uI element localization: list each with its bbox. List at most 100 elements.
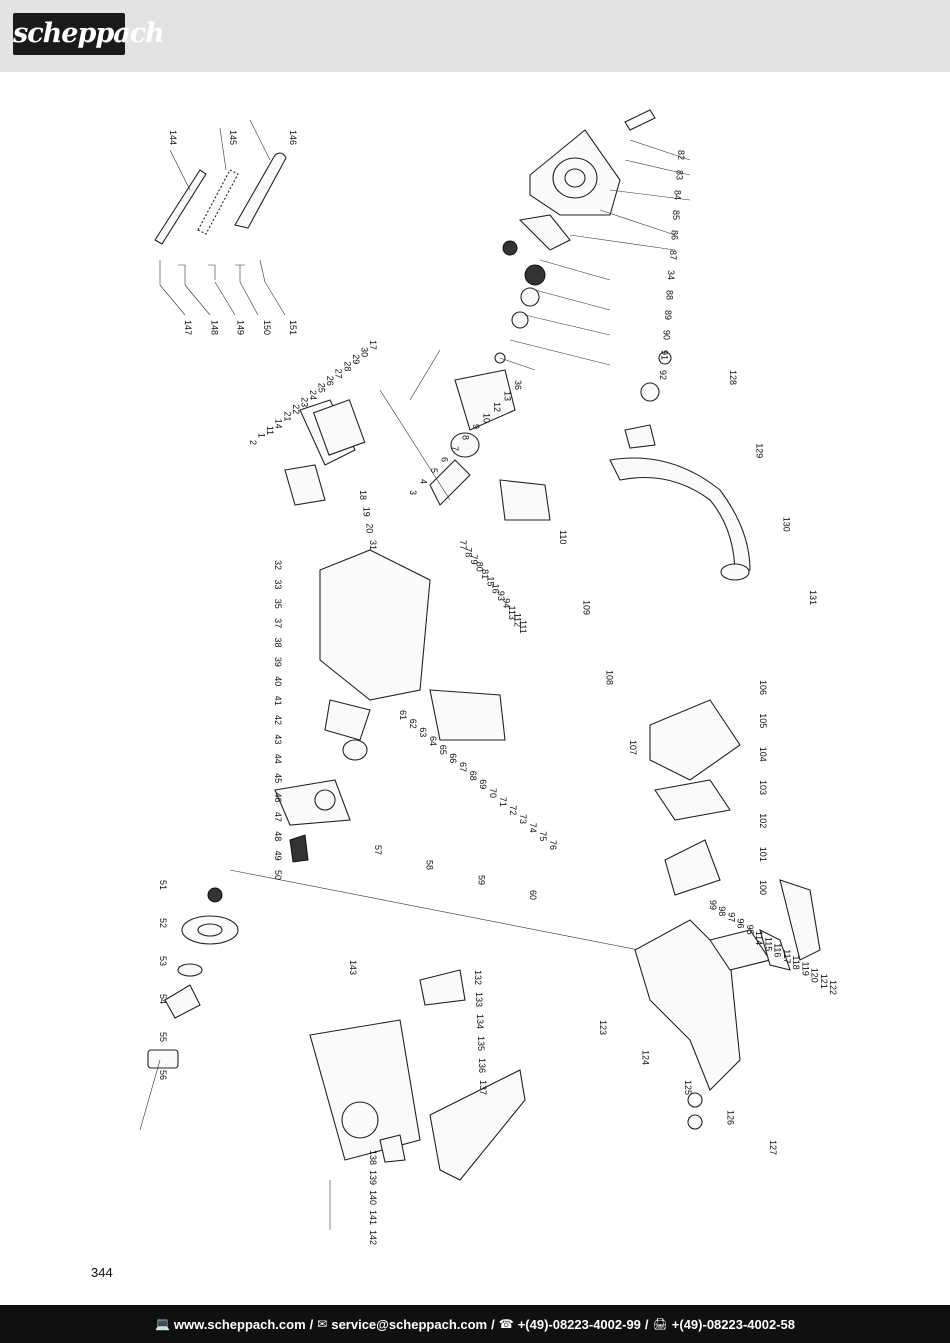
engine-group bbox=[284, 349, 551, 521]
part-label: 151 bbox=[288, 320, 298, 335]
part-label: 130 bbox=[781, 517, 791, 532]
part-label: 14 bbox=[274, 419, 284, 429]
part-label: 1 bbox=[257, 433, 267, 438]
part-label: 112 bbox=[513, 613, 523, 627]
part-label: 6 bbox=[440, 457, 450, 462]
part-label: 126 bbox=[726, 1110, 736, 1125]
part-label: 111 bbox=[518, 620, 528, 634]
part-label: 97 bbox=[727, 912, 737, 922]
scheppach-logo: scheppach bbox=[13, 13, 165, 55]
part-label: 43 bbox=[273, 734, 283, 744]
part-label: 9 bbox=[471, 424, 481, 429]
part-label: 95 bbox=[745, 925, 755, 935]
part-label: 146 bbox=[288, 130, 298, 145]
part-label: 80 bbox=[474, 562, 484, 572]
part-label: 140 bbox=[368, 1190, 378, 1205]
part-label: 16 bbox=[491, 584, 501, 594]
part-label: 86 bbox=[670, 230, 680, 240]
website-link[interactable]: www.scheppach.com bbox=[173, 1316, 306, 1332]
part-label: 50 bbox=[273, 870, 283, 880]
page-footer: 💻 www.scheppach.com / ✉ service@scheppac… bbox=[0, 1305, 950, 1343]
part-label: 136 bbox=[477, 1058, 487, 1073]
part-label: 63 bbox=[418, 727, 428, 737]
part-label: 45 bbox=[273, 773, 283, 783]
part-label: 37 bbox=[273, 618, 283, 628]
part-label: 36 bbox=[513, 380, 523, 390]
part-label: 143 bbox=[348, 960, 358, 975]
part-label: 56 bbox=[158, 1070, 168, 1080]
side-cover-group bbox=[309, 969, 526, 1230]
part-label: 11 bbox=[265, 426, 275, 435]
part-label: 135 bbox=[476, 1036, 486, 1051]
part-label: 88 bbox=[665, 290, 675, 300]
part-label: 117 bbox=[782, 949, 792, 963]
part-label: 101 bbox=[758, 847, 768, 862]
part-label: 49 bbox=[273, 851, 283, 861]
part-label: 121 bbox=[819, 974, 829, 989]
separator: / bbox=[644, 1316, 649, 1332]
part-label: 147 bbox=[183, 320, 193, 335]
part-label: 70 bbox=[488, 788, 498, 798]
part-label: 61 bbox=[398, 710, 408, 720]
starter-cover-group bbox=[494, 109, 691, 371]
part-label: 83 bbox=[674, 170, 684, 180]
separator: / bbox=[309, 1316, 314, 1332]
part-label: 89 bbox=[663, 310, 673, 320]
part-label: 149 bbox=[236, 320, 246, 335]
part-label: 60 bbox=[528, 890, 538, 900]
part-label: 105 bbox=[758, 713, 768, 728]
part-label: 66 bbox=[448, 753, 458, 763]
part-label: 90 bbox=[661, 330, 671, 340]
part-label: 139 bbox=[368, 1170, 378, 1185]
front-handle-group bbox=[609, 351, 751, 581]
part-label: 30 bbox=[359, 347, 369, 357]
part-label: 21 bbox=[282, 411, 292, 421]
part-label: 133 bbox=[474, 992, 484, 1007]
part-label: 103 bbox=[758, 780, 768, 795]
part-label: 57 bbox=[373, 845, 383, 855]
part-label: 84 bbox=[673, 190, 683, 200]
part-label: 118 bbox=[791, 955, 801, 969]
part-label: 91 bbox=[660, 350, 670, 360]
part-label: 150 bbox=[262, 320, 272, 335]
part-label: 144 bbox=[168, 130, 178, 145]
part-label: 129 bbox=[755, 443, 765, 458]
part-label: 33 bbox=[273, 579, 283, 589]
part-label: 52 bbox=[158, 918, 168, 928]
part-label: 122 bbox=[828, 980, 838, 995]
part-label: 28 bbox=[342, 361, 352, 371]
part-label: 120 bbox=[810, 968, 820, 983]
clutch-group bbox=[139, 887, 239, 1131]
part-label: 2 bbox=[248, 440, 258, 445]
rear-handle-group bbox=[634, 699, 821, 1130]
guide-bar-group bbox=[154, 119, 287, 245]
part-label: 13 bbox=[503, 391, 513, 401]
part-label: 132 bbox=[473, 970, 483, 985]
part-label: 134 bbox=[475, 1014, 485, 1029]
part-label: 64 bbox=[428, 736, 438, 746]
part-label: 32 bbox=[273, 560, 283, 570]
part-label: 141 bbox=[368, 1210, 378, 1225]
page-number: 344 bbox=[91, 1265, 113, 1280]
part-label: 26 bbox=[325, 376, 335, 386]
part-label: 65 bbox=[438, 745, 448, 755]
part-label: 145 bbox=[228, 130, 238, 145]
part-label: 22 bbox=[291, 404, 301, 414]
part-label: 17 bbox=[368, 340, 378, 350]
part-label: 46 bbox=[273, 793, 283, 803]
part-label: 23 bbox=[299, 397, 309, 407]
part-label: 38 bbox=[273, 638, 283, 648]
part-label: 79 bbox=[469, 555, 479, 565]
email-link[interactable]: service@scheppach.com bbox=[331, 1316, 488, 1332]
part-label: 20 bbox=[365, 523, 375, 533]
tools-group bbox=[159, 259, 286, 316]
part-label: 96 bbox=[736, 919, 746, 929]
part-label: 115 bbox=[763, 937, 773, 951]
part-label: 41 bbox=[273, 696, 283, 706]
part-label: 5 bbox=[429, 468, 439, 473]
part-label: 75 bbox=[538, 831, 548, 841]
part-label: 125 bbox=[683, 1080, 693, 1095]
part-label: 94 bbox=[502, 598, 512, 608]
